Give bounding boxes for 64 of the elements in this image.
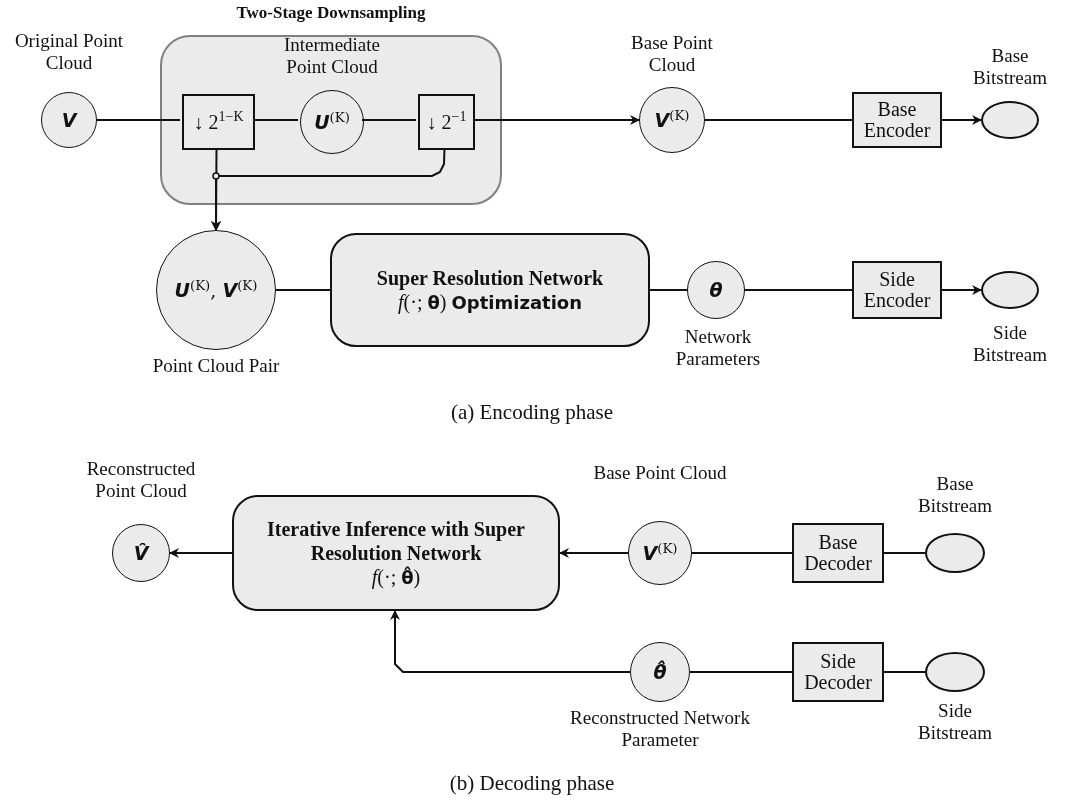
node-label: f(·; θ̂) — [370, 565, 422, 589]
connector-line — [744, 289, 853, 291]
node-label: θ — [709, 279, 723, 301]
node-label: Side Encoder — [862, 269, 932, 311]
encoder-box — [852, 92, 942, 148]
node-label: ↓ 2$^{−1}$ — [426, 111, 467, 133]
arrow — [472, 115, 640, 125]
node-caption: Intermediate Point Cloud — [283, 34, 381, 78]
node-caption: Original Point Cloud — [14, 30, 124, 74]
downsample-box — [182, 94, 255, 150]
node-caption: Base Bitstream — [972, 45, 1048, 89]
connector-line — [649, 289, 688, 291]
node-label: V$^{(K)}$ — [642, 542, 678, 564]
node-caption: Network Parameters — [674, 326, 762, 370]
node-caption: Reconstructed Point Cloud — [85, 458, 197, 502]
bitstream-ellipse — [925, 533, 985, 573]
node-caption: Base Bitstream — [917, 473, 993, 517]
arrow — [559, 548, 629, 558]
subfigure-caption: (b) Decoding phase — [448, 771, 616, 796]
node-label: Base Decoder — [803, 532, 873, 574]
connector-line — [689, 671, 793, 673]
node-label: f(·; θ) Optimization — [397, 290, 583, 314]
group-heading: Two-Stage Downsampling — [235, 3, 427, 23]
subfigure-caption: (a) Encoding phase — [449, 400, 615, 425]
arrow — [211, 147, 446, 231]
network-box — [232, 495, 560, 611]
node-label: Super Resolution Network — [375, 266, 605, 290]
connector-line — [361, 119, 417, 121]
connector-line — [252, 119, 299, 121]
node-label: U$^{(K)}$, V$^{(K)}$ — [174, 279, 258, 301]
circle-node — [630, 642, 690, 702]
bitstream-ellipse — [981, 271, 1039, 309]
decoder-box — [792, 523, 884, 583]
circle-node — [41, 92, 97, 148]
connector-line — [96, 119, 181, 121]
connector-line — [691, 552, 793, 554]
downsample-box — [418, 94, 475, 150]
connector-line — [275, 289, 331, 291]
node-caption: Point Cloud Pair — [151, 355, 281, 377]
encoder-box — [852, 261, 942, 319]
arrow — [941, 115, 982, 125]
bitstream-ellipse — [925, 652, 985, 692]
node-label: θ̂ — [653, 661, 667, 683]
node-label: ↓ 2$^{1−K}$ — [193, 111, 244, 133]
connector-line — [883, 552, 926, 554]
node-caption: Side Bitstream — [972, 322, 1048, 366]
arrow — [390, 610, 631, 673]
node-label: V — [61, 109, 77, 131]
node-label: Base Encoder — [862, 99, 932, 141]
connector-line — [883, 671, 926, 673]
bitstream-ellipse — [981, 101, 1039, 139]
node-label: U$^{(K)}$ — [314, 111, 350, 133]
arrow — [941, 285, 982, 295]
node-label: V$^{(K)}$ — [654, 109, 690, 131]
node-caption: Reconstructed Network Parameter — [569, 707, 751, 751]
node-label: V̂ — [133, 542, 149, 564]
node-caption: Base Point Cloud — [630, 32, 714, 76]
arrow — [169, 548, 233, 558]
network-box — [330, 233, 650, 347]
decoder-box — [792, 642, 884, 702]
node-label: Side Decoder — [803, 651, 873, 693]
node-caption: Side Bitstream — [917, 700, 993, 744]
connector-line — [704, 119, 853, 121]
node-caption: Base Point Cloud — [592, 462, 728, 484]
